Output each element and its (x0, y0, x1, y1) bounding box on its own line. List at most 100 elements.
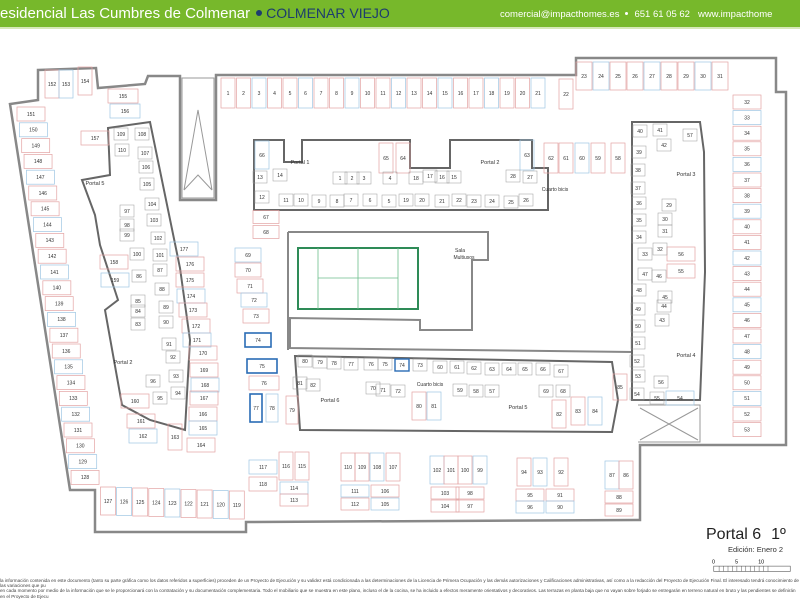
parking-space-108[interactable]: 108 (369, 452, 385, 482)
unit-52[interactable]: 52 (629, 354, 645, 368)
unit-109[interactable]: 109 (113, 127, 129, 141)
parking-space-158[interactable]: 158 (99, 254, 129, 270)
parking-space-169[interactable]: 169 (189, 362, 219, 378)
unit-92[interactable]: 92 (165, 350, 181, 364)
unit-94[interactable]: 94 (170, 386, 186, 400)
parking-space-159[interactable]: 159 (100, 272, 130, 288)
parking-space-77[interactable]: 77 (249, 393, 263, 423)
parking-space-121[interactable]: 121 (196, 489, 213, 519)
parking-space-112[interactable]: 112 (340, 497, 370, 511)
unit-30[interactable]: 30 (657, 212, 673, 226)
unit-18[interactable]: 18 (408, 171, 424, 185)
parking-space-34[interactable]: 34 (732, 125, 762, 141)
parking-space-58[interactable]: 58 (610, 142, 626, 174)
parking-space-141[interactable]: 141 (40, 264, 69, 280)
parking-space-8[interactable]: 8 (329, 77, 344, 109)
unit-59[interactable]: 59 (452, 383, 468, 397)
parking-space-95[interactable]: 95 (515, 488, 545, 502)
unit-75[interactable]: 75 (377, 357, 393, 371)
unit-57[interactable]: 57 (484, 384, 500, 398)
parking-space-151[interactable]: 151 (16, 106, 46, 122)
unit-43[interactable]: 43 (654, 313, 670, 327)
parking-space-133[interactable]: 133 (58, 391, 88, 406)
unit-54[interactable]: 54 (629, 387, 645, 401)
unit-70[interactable]: 70 (365, 381, 381, 395)
parking-space-66[interactable]: 66 (254, 140, 270, 170)
parking-space-80[interactable]: 80 (411, 391, 427, 421)
parking-space-116[interactable]: 116 (278, 451, 294, 481)
parking-space-173[interactable]: 173 (178, 302, 208, 318)
parking-space-64[interactable]: 64 (395, 142, 411, 174)
parking-space-124[interactable]: 124 (148, 488, 165, 517)
parking-space-176[interactable]: 176 (175, 256, 205, 272)
unit-61[interactable]: 61 (449, 360, 465, 374)
parking-space-14[interactable]: 14 (422, 77, 437, 109)
unit-96[interactable]: 96 (145, 374, 161, 388)
unit-84[interactable]: 84 (130, 304, 146, 318)
parking-space-17[interactable]: 17 (468, 77, 484, 109)
parking-space-18[interactable]: 18 (484, 77, 499, 109)
parking-space-76[interactable]: 76 (248, 375, 280, 391)
unit-44[interactable]: 44 (656, 299, 672, 313)
unit-3[interactable]: 3 (356, 171, 372, 185)
parking-space-126[interactable]: 126 (116, 487, 132, 516)
unit-110[interactable]: 110 (114, 143, 130, 157)
parking-space-160[interactable]: 160 (120, 393, 150, 409)
parking-space-27[interactable]: 27 (643, 61, 661, 91)
parking-space-10[interactable]: 10 (360, 77, 375, 109)
parking-space-82[interactable]: 82 (551, 399, 567, 429)
parking-space-136[interactable]: 136 (51, 343, 81, 359)
parking-space-172[interactable]: 172 (181, 318, 211, 334)
unit-47[interactable]: 47 (637, 267, 653, 281)
unit-97[interactable]: 97 (119, 204, 135, 218)
unit-13[interactable]: 13 (252, 170, 268, 184)
parking-space-55[interactable]: 55 (666, 263, 696, 279)
parking-space-37[interactable]: 37 (732, 172, 762, 188)
parking-space-114[interactable]: 114 (279, 481, 309, 495)
parking-space-137[interactable]: 137 (49, 327, 79, 343)
unit-89[interactable]: 89 (158, 300, 174, 314)
parking-space-171[interactable]: 171 (182, 332, 212, 348)
unit-106[interactable]: 106 (138, 160, 154, 174)
unit-103[interactable]: 103 (146, 213, 162, 227)
parking-space-175[interactable]: 175 (175, 272, 205, 288)
unit-35[interactable]: 35 (631, 213, 647, 227)
parking-space-7[interactable]: 7 (313, 77, 329, 109)
unit-36[interactable]: 36 (631, 196, 647, 210)
parking-space-49[interactable]: 49 (732, 359, 762, 375)
unit-34[interactable]: 34 (631, 230, 647, 244)
unit-91[interactable]: 91 (161, 337, 177, 351)
unit-80[interactable]: 80 (297, 354, 313, 368)
unit-48[interactable]: 48 (631, 283, 647, 297)
parking-space-106[interactable]: 106 (370, 484, 400, 498)
unit-73[interactable]: 73 (412, 358, 428, 372)
parking-space-2[interactable]: 2 (236, 77, 251, 109)
parking-space-94[interactable]: 94 (516, 457, 532, 487)
parking-space-138[interactable]: 138 (47, 312, 76, 327)
parking-space-20[interactable]: 20 (515, 77, 530, 109)
parking-space-81[interactable]: 81 (426, 391, 442, 421)
parking-space-129[interactable]: 129 (68, 454, 98, 469)
parking-space-44[interactable]: 44 (732, 281, 762, 297)
parking-space-87[interactable]: 87 (604, 460, 620, 490)
unit-69[interactable]: 69 (538, 384, 554, 398)
unit-46[interactable]: 46 (651, 269, 667, 283)
parking-space-26[interactable]: 26 (626, 61, 644, 91)
parking-space-128[interactable]: 128 (70, 470, 100, 485)
contact-email[interactable]: comercial@impacthomes.es (500, 9, 620, 20)
unit-6[interactable]: 6 (362, 193, 378, 207)
unit-93[interactable]: 93 (168, 369, 184, 383)
unit-33[interactable]: 33 (637, 247, 653, 261)
unit-60[interactable]: 60 (432, 360, 448, 374)
parking-space-67[interactable]: 67 (252, 210, 280, 224)
unit-14[interactable]: 14 (272, 168, 288, 182)
parking-space-149[interactable]: 149 (21, 138, 51, 153)
unit-37[interactable]: 37 (630, 181, 646, 195)
parking-space-52[interactable]: 52 (732, 406, 762, 422)
parking-space-102[interactable]: 102 (429, 455, 445, 485)
unit-21[interactable]: 21 (434, 194, 450, 208)
parking-space-177[interactable]: 177 (169, 241, 199, 257)
parking-space-111[interactable]: 111 (340, 484, 370, 498)
parking-space-143[interactable]: 143 (35, 233, 65, 248)
unit-27[interactable]: 27 (522, 170, 538, 184)
